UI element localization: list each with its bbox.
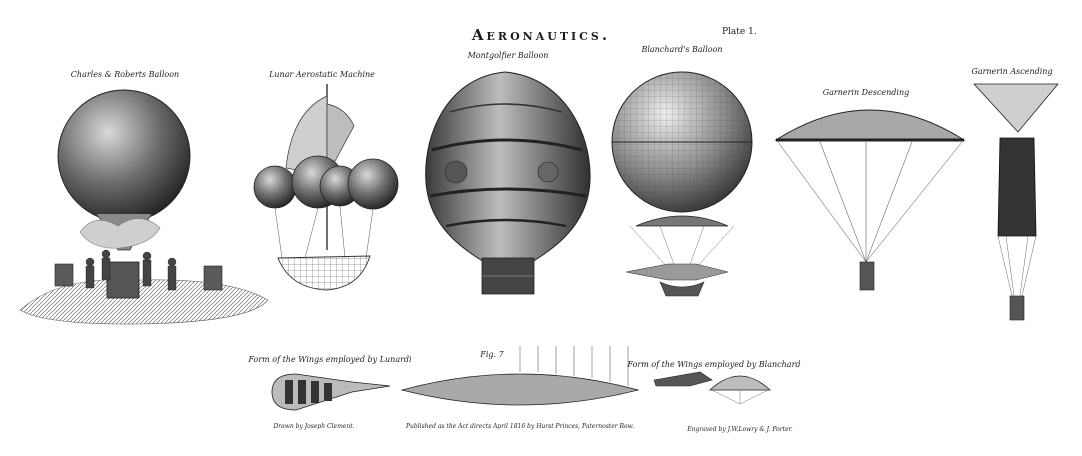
garnerin-descending-parachute <box>774 109 966 291</box>
caption-wings-lunardi: Form of the Wings employed by Lunardi <box>248 355 412 364</box>
caption-charles-robert: Charles & Roberts Balloon <box>70 70 180 79</box>
caption-lunardi: Lunar Aerostatic Machine <box>269 70 375 79</box>
charles-robert-balloon <box>19 89 269 325</box>
caption-garnerin-ascending: Garnerin Ascending <box>971 67 1053 76</box>
caption-garnerin-descending: Garnerin Descending <box>822 88 910 97</box>
plate-number: Plate 1. <box>722 27 757 37</box>
caption-montgolfier: Montgolfier Balloon <box>467 51 549 60</box>
plate-title: Aeronautics. <box>471 26 611 44</box>
montgolfier-balloon <box>425 71 591 295</box>
caption-blanchard: Blanchard's Balloon <box>641 45 723 54</box>
garnerin-ascending-parachute <box>973 83 1059 321</box>
credit-engraved-by: Engraved by J.W.Lowry & J. Porter. <box>687 426 793 433</box>
blanchard-balloon <box>611 71 753 297</box>
caption-fig-7: Fig. 7 <box>480 350 504 359</box>
wings-blanchard-figure <box>653 371 772 405</box>
credit-drawn-by: Drawn by Joseph Clement. <box>273 423 355 430</box>
lunardi-machine <box>253 84 399 291</box>
caption-wings-blanchard: Form of the Wings employed by Blanchard <box>627 360 801 369</box>
fig-7-figure <box>400 346 640 406</box>
credit-published: Published as the Act directs April 1816 … <box>406 423 634 430</box>
wings-lunardi-figure <box>271 373 391 411</box>
